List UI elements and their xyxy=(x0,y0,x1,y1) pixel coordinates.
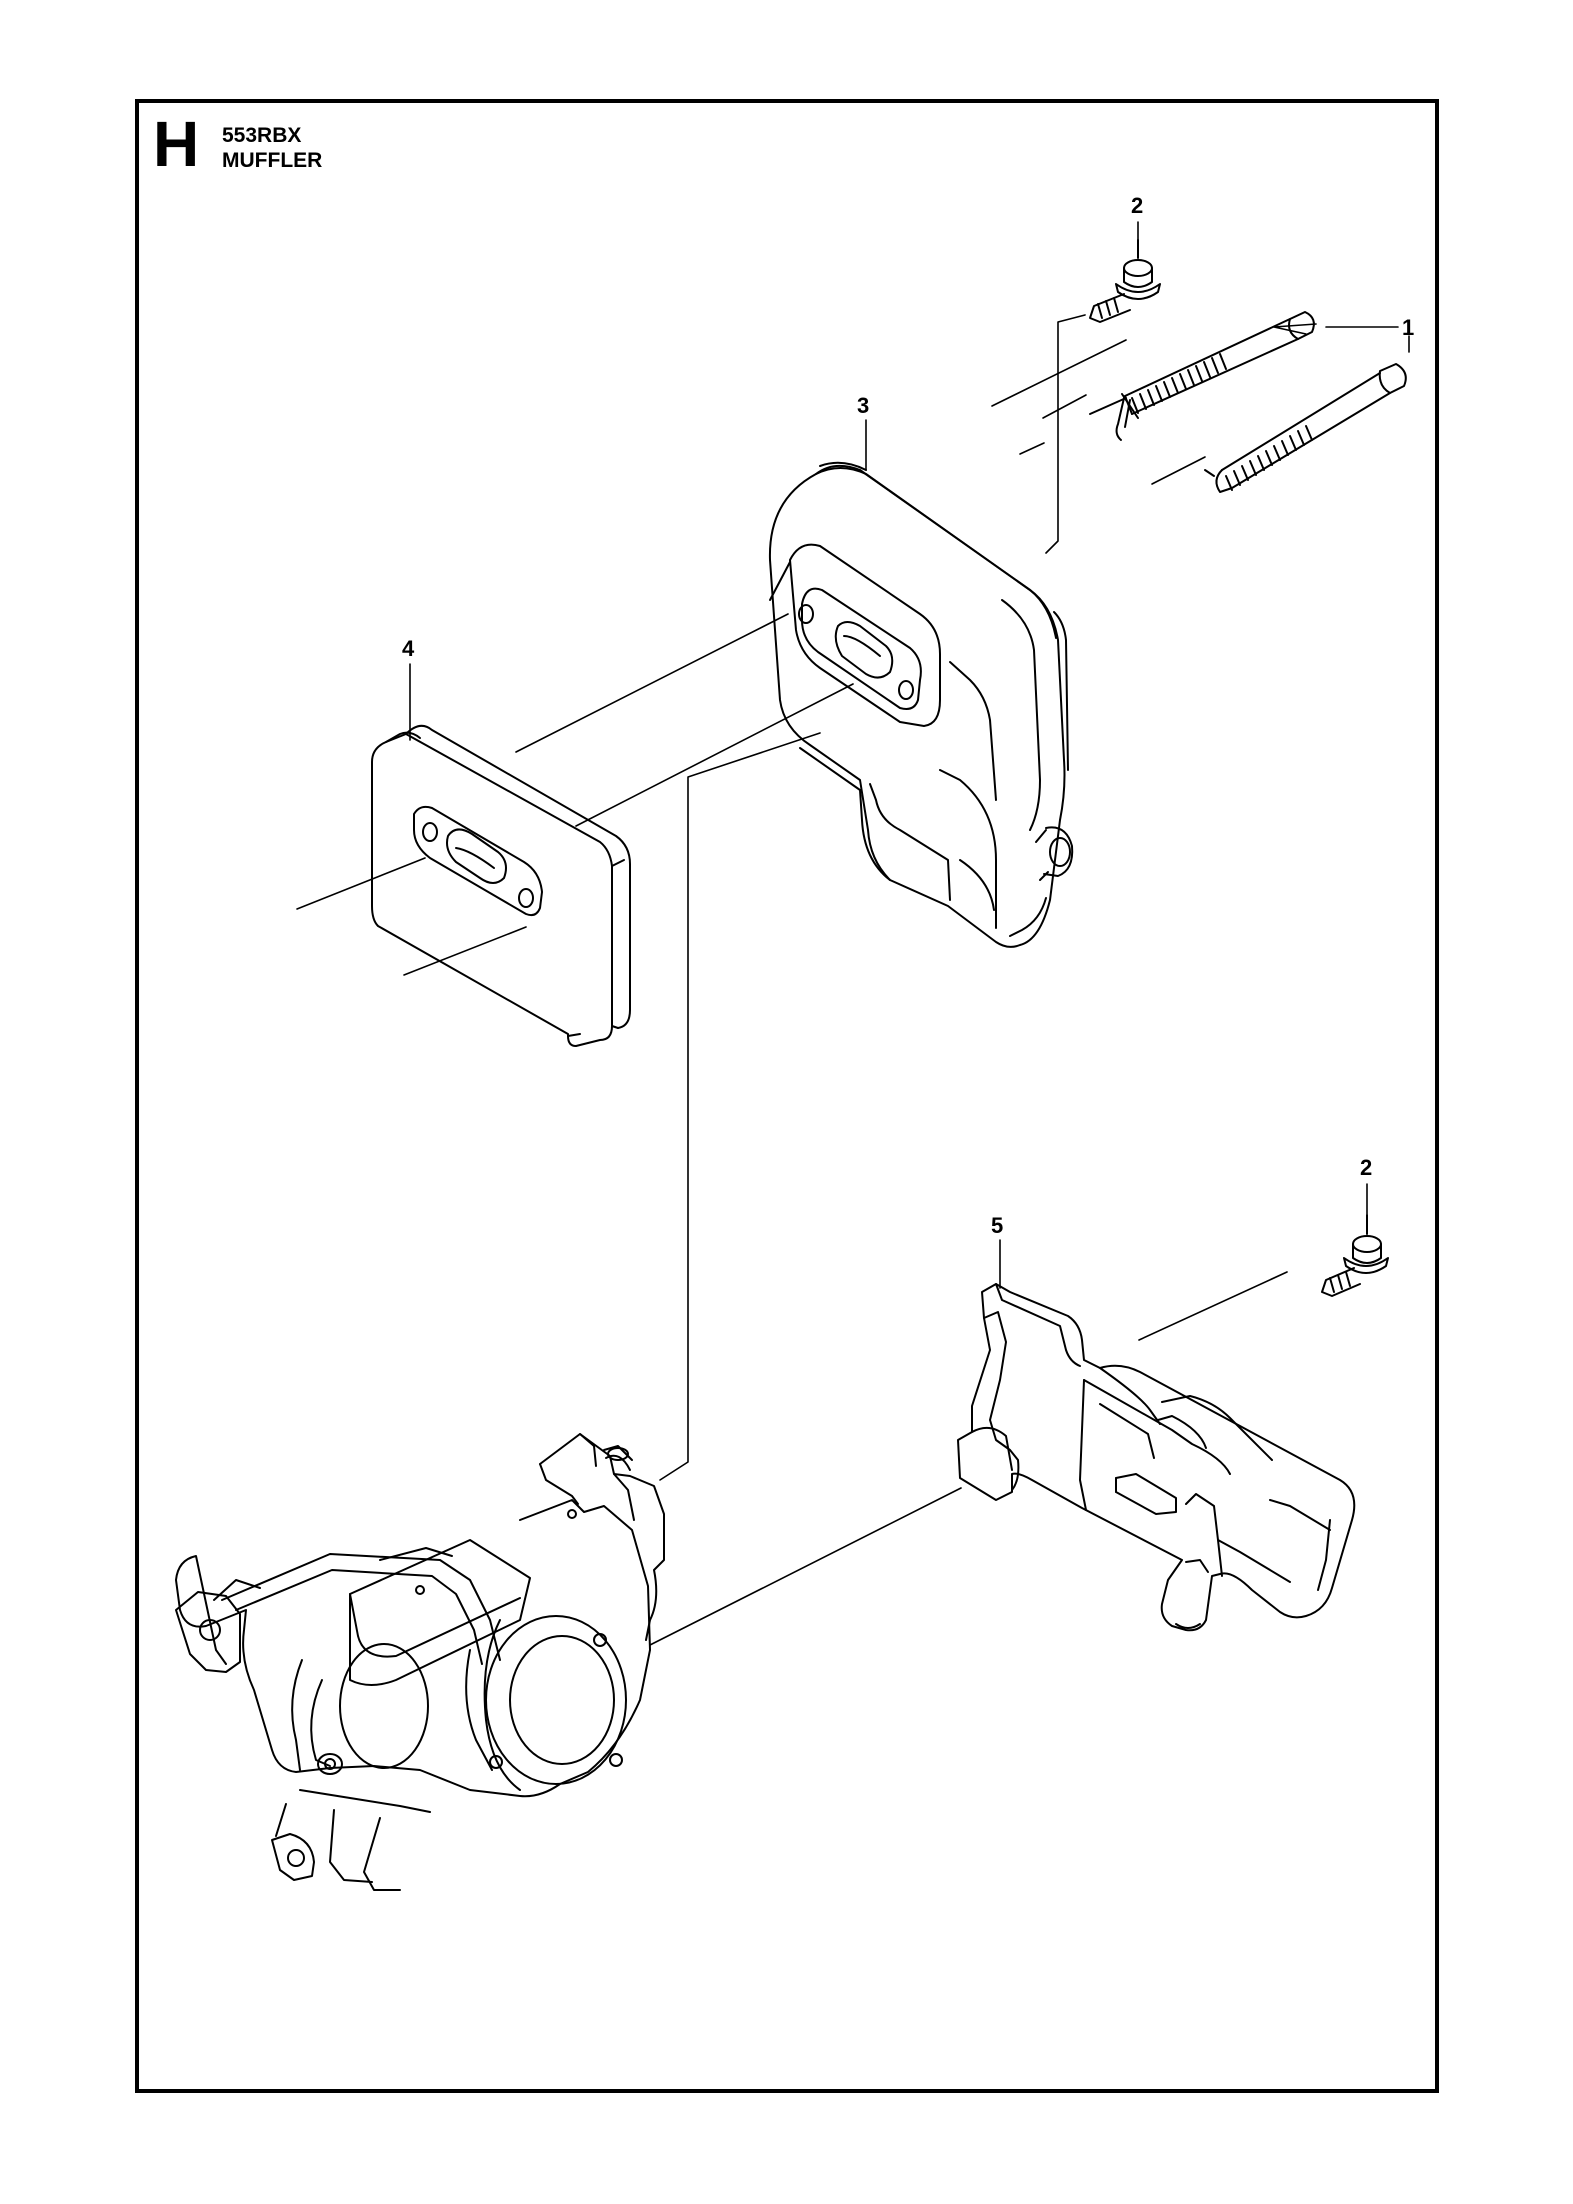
callout-leaders xyxy=(409,221,1410,1289)
part-5-heat-shield xyxy=(957,1283,1356,1632)
callout-2-top: 2 xyxy=(1131,193,1143,218)
callout-5: 5 xyxy=(991,1213,1003,1238)
part-4-gasket xyxy=(371,724,631,1047)
diagram-title: MUFFLER xyxy=(222,149,323,172)
callout-1: 1 xyxy=(1402,315,1414,340)
section-letter: H xyxy=(153,108,200,180)
model-name: 553RBX xyxy=(222,124,302,147)
part-2-screw-top xyxy=(1089,239,1161,323)
part-3-muffler xyxy=(768,461,1074,948)
bolt-b xyxy=(1204,363,1407,493)
callout-2-lower: 2 xyxy=(1360,1155,1372,1180)
callout-3: 3 xyxy=(857,393,869,418)
assembly-lines xyxy=(296,314,1317,1646)
part-2-screw-lower xyxy=(1321,1214,1389,1297)
part-1-long-bolts xyxy=(1089,311,1407,493)
bolt-a xyxy=(1089,311,1315,441)
callouts: 1 2 3 4 5 2 xyxy=(402,193,1414,1238)
diagram-frame xyxy=(135,99,1439,2093)
crankcase xyxy=(175,1433,665,1891)
callout-4: 4 xyxy=(402,636,415,661)
